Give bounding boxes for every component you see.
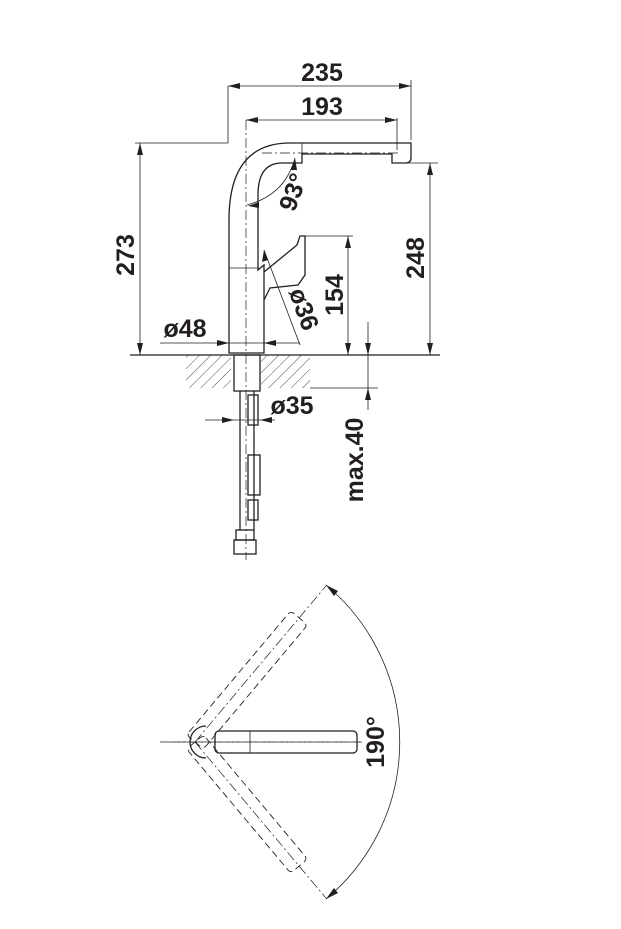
dim-mounting-hole: ø35 xyxy=(270,392,313,420)
dim-lever-height: 154 xyxy=(321,274,349,316)
spout-top xyxy=(170,725,362,759)
supply-hoses xyxy=(233,354,261,555)
dim-spout-height: 248 xyxy=(402,237,430,279)
side-view: 235 193 273 248 154 ø48 ø36 93° ø35 max.… xyxy=(112,59,440,560)
swivel-arc xyxy=(325,584,401,900)
top-view: 190° xyxy=(160,584,401,900)
dim-total-reach: 235 xyxy=(301,59,343,87)
dim-spout-angle: 93° xyxy=(274,170,313,215)
dim-spout-reach: 193 xyxy=(301,93,343,121)
dim-max-thickness: max.40 xyxy=(341,418,369,503)
dim-base-diameter: ø48 xyxy=(163,315,206,343)
dim-spray-diameter: ø36 xyxy=(283,284,324,334)
dim-total-height: 273 xyxy=(112,234,140,276)
dim-swivel-angle: 190° xyxy=(362,716,390,768)
handle-rotated-right xyxy=(187,736,328,900)
dimension-lines xyxy=(135,80,438,423)
handle-rotated-left xyxy=(187,584,328,748)
faucet-body xyxy=(228,120,412,560)
